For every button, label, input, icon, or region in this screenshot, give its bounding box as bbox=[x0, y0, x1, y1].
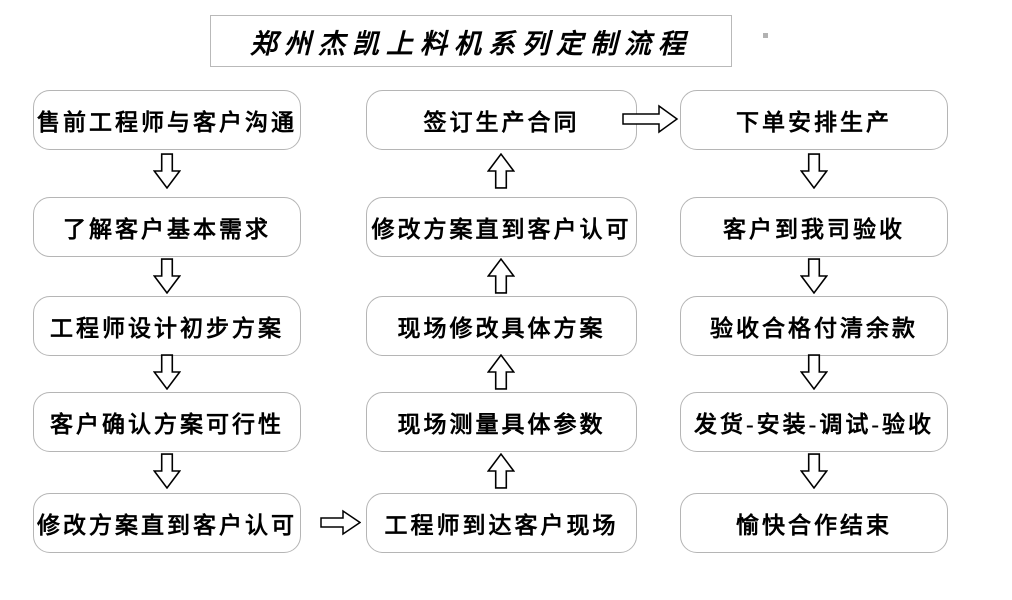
step-ship-install-debug-accept: 发货-安装-调试-验收 bbox=[680, 392, 948, 452]
arrow-down-icon bbox=[153, 354, 181, 390]
step-initial-design: 工程师设计初步方案 bbox=[33, 296, 301, 356]
arrow-down-icon bbox=[153, 258, 181, 294]
step-label: 修改方案直到客户认可 bbox=[371, 217, 632, 242]
step-onsite-measure-parameters: 现场测量具体参数 bbox=[366, 392, 637, 452]
step-happy-cooperation-end: 愉快合作结束 bbox=[680, 493, 948, 553]
arrow-down-icon bbox=[153, 453, 181, 489]
arrow-right-icon bbox=[622, 103, 679, 135]
step-label: 修改方案直到客户认可 bbox=[37, 513, 297, 538]
anchor-dot bbox=[763, 33, 768, 38]
step-engineer-arrives-site: 工程师到达客户现场 bbox=[366, 493, 637, 553]
step-confirm-feasibility: 客户确认方案可行性 bbox=[33, 392, 301, 452]
step-label: 工程师设计初步方案 bbox=[50, 316, 284, 341]
arrow-up-icon bbox=[487, 258, 515, 294]
arrow-down-icon bbox=[153, 153, 181, 189]
step-label: 发货-安装-调试-验收 bbox=[694, 412, 934, 437]
step-label: 愉快合作结束 bbox=[736, 513, 892, 538]
step-label: 现场测量具体参数 bbox=[397, 412, 606, 437]
step-place-order-production: 下单安排生产 bbox=[680, 90, 948, 150]
step-label: 售前工程师与客户沟通 bbox=[37, 110, 297, 135]
arrow-up-icon bbox=[487, 153, 515, 189]
step-label: 签订生产合同 bbox=[423, 110, 580, 135]
arrow-up-icon bbox=[487, 453, 515, 489]
arrow-down-icon bbox=[800, 153, 828, 189]
step-understand-needs: 了解客户基本需求 bbox=[33, 197, 301, 257]
step-label: 客户确认方案可行性 bbox=[50, 412, 284, 437]
step-customer-acceptance-visit: 客户到我司验收 bbox=[680, 197, 948, 257]
step-sign-contract: 签订生产合同 bbox=[366, 90, 637, 150]
step-label: 验收合格付清余款 bbox=[710, 316, 918, 341]
step-label: 下单安排生产 bbox=[736, 110, 892, 135]
step-revise-until-approved: 修改方案直到客户认可 bbox=[33, 493, 301, 553]
step-onsite-revise-plan: 现场修改具体方案 bbox=[366, 296, 637, 356]
arrow-down-icon bbox=[800, 453, 828, 489]
step-pay-remaining-balance: 验收合格付清余款 bbox=[680, 296, 948, 356]
arrow-down-icon bbox=[800, 258, 828, 294]
step-revise-until-approved-onsite: 修改方案直到客户认可 bbox=[366, 197, 637, 257]
arrow-down-icon bbox=[800, 354, 828, 390]
step-label: 客户到我司验收 bbox=[723, 217, 905, 242]
flowchart-title: 郑州杰凯上料机系列定制流程 bbox=[250, 28, 692, 59]
flowchart-title-box: 郑州杰凯上料机系列定制流程 bbox=[210, 15, 732, 67]
step-presale-communication: 售前工程师与客户沟通 bbox=[33, 90, 301, 150]
step-label: 现场修改具体方案 bbox=[397, 316, 606, 341]
step-label: 了解客户基本需求 bbox=[63, 217, 271, 242]
arrow-right-icon bbox=[320, 508, 361, 537]
step-label: 工程师到达客户现场 bbox=[384, 513, 619, 538]
arrow-up-icon bbox=[487, 354, 515, 390]
